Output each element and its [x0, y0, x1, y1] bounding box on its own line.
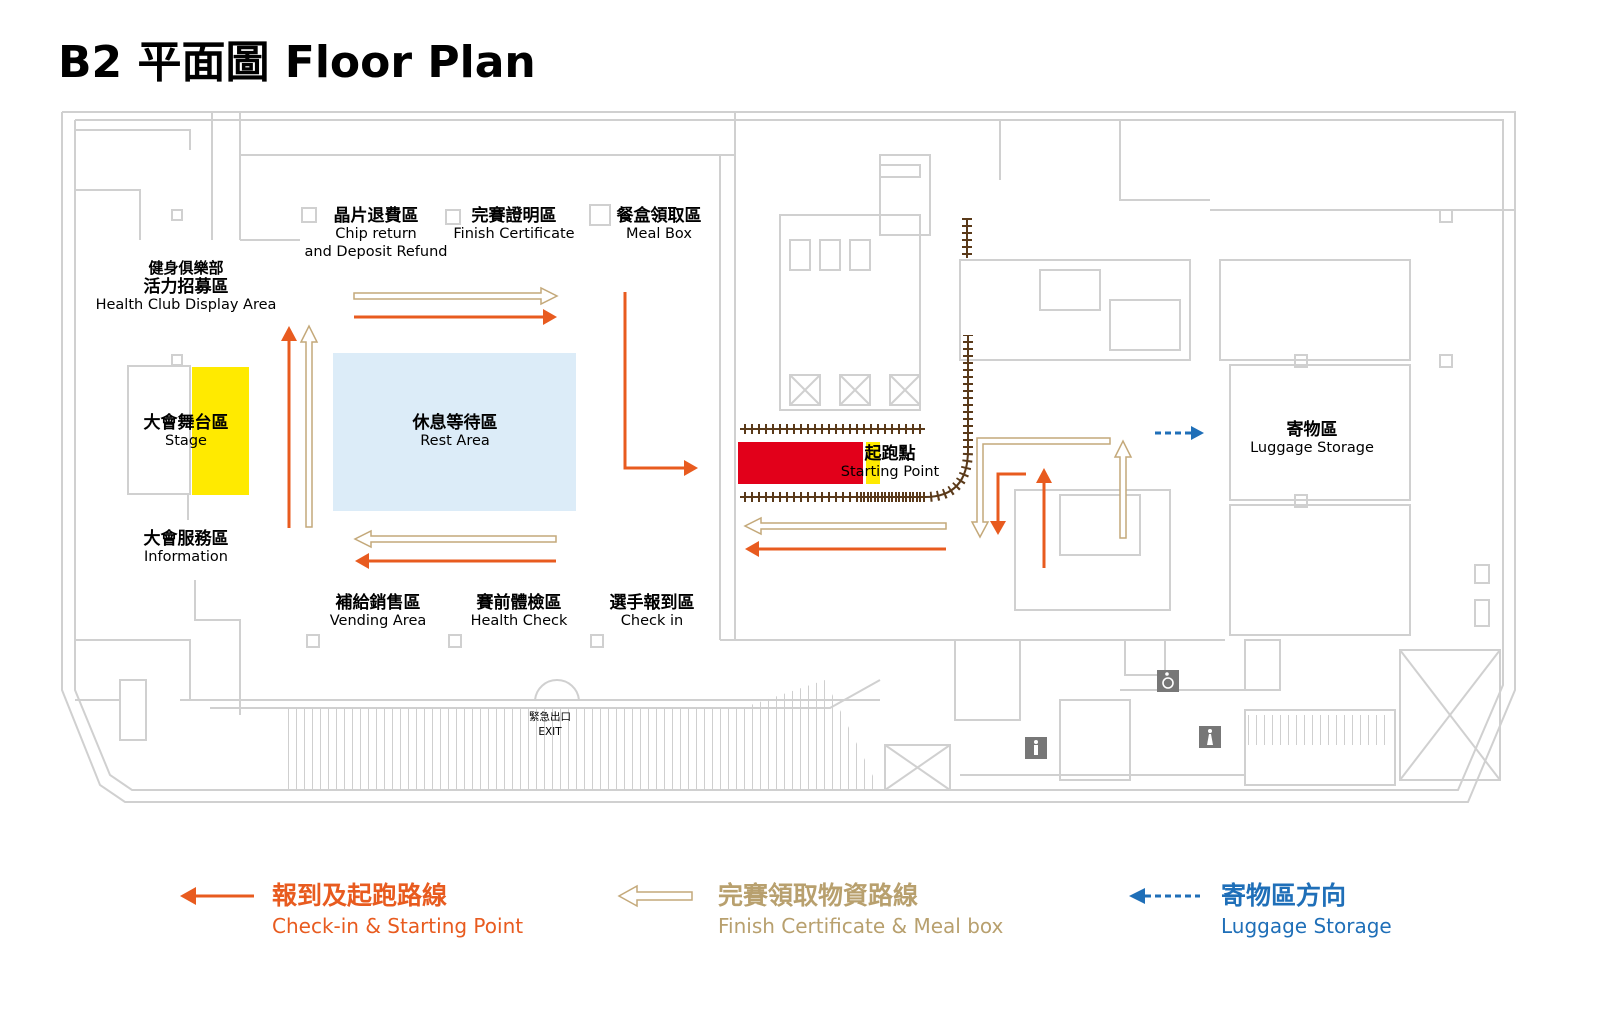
start-track: [740, 218, 973, 502]
legend-finish-arrow: [617, 884, 693, 908]
chip-return-label: 晶片退費區 Chip return and Deposit Refund: [304, 206, 448, 260]
checkin-route-arrows: [281, 292, 1052, 569]
finish-certificate-label: 完賽證明區 Finish Certificate: [453, 206, 575, 243]
luggage-route-arrow: [1155, 426, 1204, 440]
vending-area-label: 補給銷售區 Vending Area: [329, 593, 427, 630]
starting-marker: [866, 442, 880, 484]
wheelchair-icon: [1157, 670, 1179, 692]
luggage-storage-label: 寄物區 Luggage Storage: [1250, 420, 1374, 457]
finish-route-arrows: [299, 286, 1133, 549]
starting-point-label: 起跑點 Starting Point: [840, 444, 940, 481]
legend-luggage: 寄物區方向 Luggage Storage: [1221, 881, 1392, 938]
restroom-icon: [1025, 737, 1047, 759]
page-title: B2 平面圖 Floor Plan: [58, 37, 536, 88]
legend-checkin-arrow: [180, 887, 254, 905]
rest-area-label: 休息等待區 Rest Area: [412, 413, 498, 450]
stair-hatch: [282, 708, 742, 790]
stage-block: [192, 367, 249, 495]
stage-label: 大會舞台區 Stage: [143, 413, 229, 450]
restroom-icon: [1199, 726, 1221, 748]
starting-block: [738, 442, 863, 484]
ramp-hatch: [742, 680, 880, 790]
emergency-exit-label: 緊急出口 EXIT: [529, 711, 571, 738]
health-check-label: 賽前體檢區 Health Check: [470, 593, 568, 630]
meal-box-label: 餐盒領取區 Meal Box: [616, 206, 702, 243]
health-club-label: 健身俱樂部 活力招募區 Health Club Display Area: [95, 259, 277, 314]
legend-luggage-arrow: [1129, 888, 1200, 904]
check-in-label: 選手報到區 Check in: [609, 593, 695, 630]
stair-hatch: [1245, 715, 1390, 745]
legend-finish: 完賽領取物資路線 Finish Certificate & Meal box: [718, 881, 1004, 938]
information-label: 大會服務區 Information: [143, 529, 229, 566]
rest-area-block: [333, 353, 576, 511]
legend-checkin: 報到及起跑路線 Check-in & Starting Point: [272, 881, 524, 938]
